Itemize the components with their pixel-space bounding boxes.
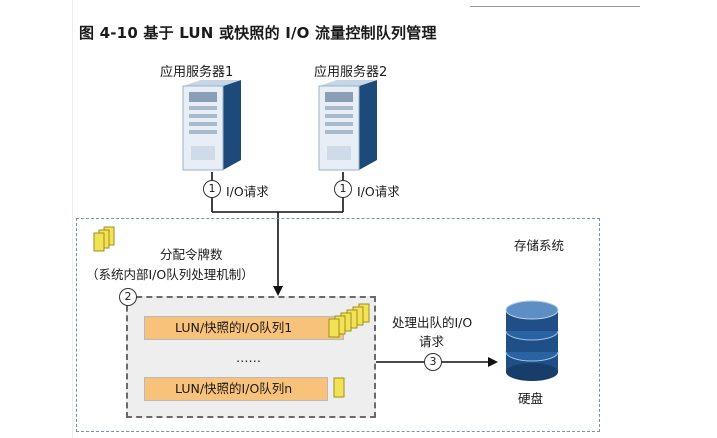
- server-2-flow-label: I/O请求: [357, 184, 400, 199]
- step-2-circle: 2: [119, 288, 137, 306]
- queue-ellipsis: ……: [236, 350, 261, 365]
- step-1-circle-a: 1: [203, 180, 221, 198]
- queue-bar-n: LUN/快照的I/O队列n: [144, 377, 328, 401]
- token-allocation-subtitle: （系统内部I/O队列处理机制）: [86, 267, 254, 282]
- header-rule: [470, 6, 640, 7]
- token-icon: [93, 226, 115, 252]
- figure-title: 图 4-10 基于 LUN 或快照的 I/O 流量控制队列管理: [79, 24, 437, 42]
- storage-system-box: [76, 218, 600, 432]
- page-margin-line: [72, 0, 73, 438]
- dequeue-label-line2: 请求: [419, 334, 445, 349]
- token-allocation-title: 分配令牌数: [160, 247, 223, 262]
- dequeue-label-line1: 处理出队的I/O: [392, 315, 473, 330]
- server-1-flow-label: I/O请求: [226, 184, 269, 199]
- server-1-icon: [182, 80, 241, 171]
- storage-system-label: 存储系统: [514, 238, 565, 253]
- server-1-label: 应用服务器1: [160, 65, 234, 80]
- step-1-circle-b: 1: [334, 180, 352, 198]
- disk-icon: [505, 300, 559, 381]
- server-2-label: 应用服务器2: [314, 65, 388, 80]
- queue-bar-1: LUN/快照的I/O队列1: [144, 316, 344, 340]
- server-2-icon: [318, 80, 377, 171]
- token-stack-icon: [328, 303, 370, 338]
- token-single-icon: [333, 377, 345, 398]
- step-3-circle: 3: [424, 353, 442, 371]
- disk-label: 硬盘: [518, 391, 544, 406]
